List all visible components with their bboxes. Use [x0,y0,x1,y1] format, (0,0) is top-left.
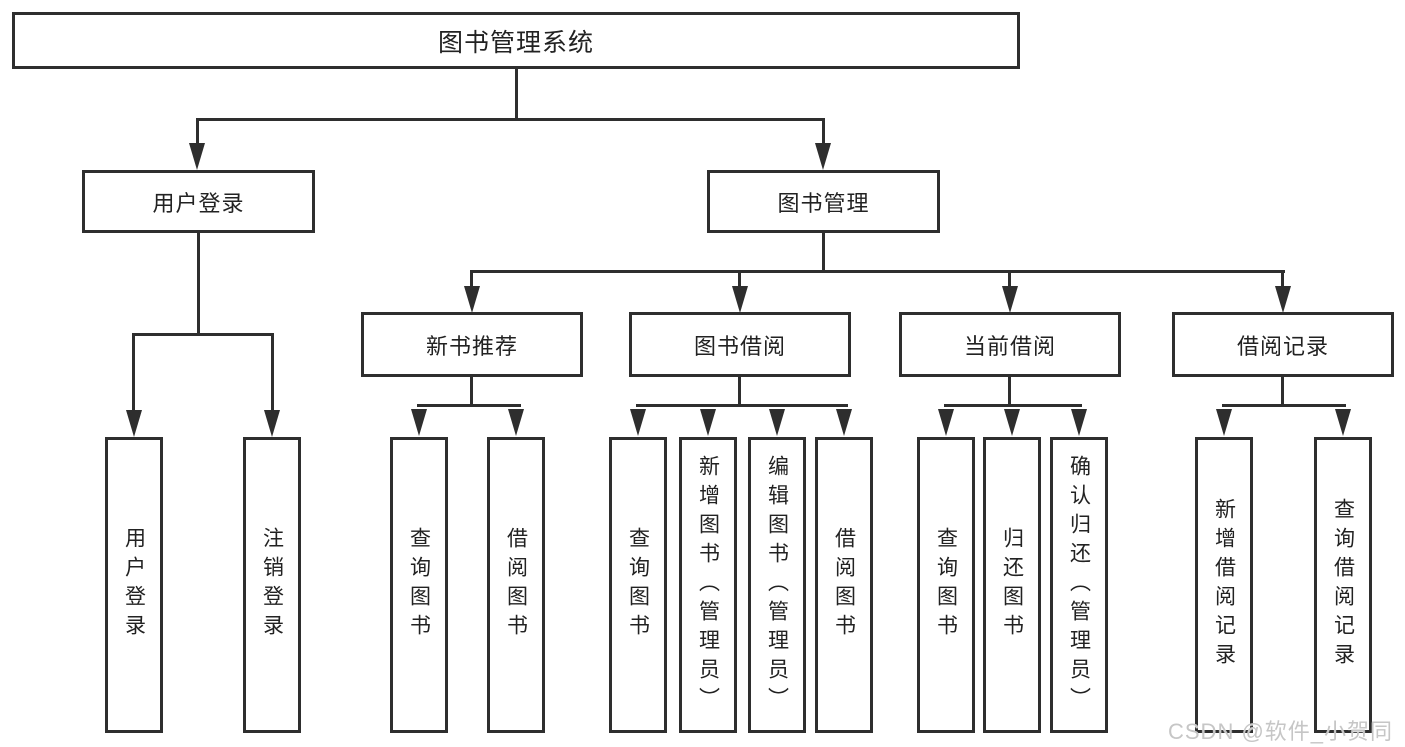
node-return-books: 归还图书 [983,437,1041,733]
node-label: 查询借阅记录 [1331,498,1355,672]
arrow-down-icon [126,410,142,437]
node-borrow-books: 借阅图书 [815,437,873,733]
connector-line [470,377,473,407]
connector-line [417,404,521,407]
arrow-down-icon [1335,409,1351,436]
node-label: 新书推荐 [425,333,518,359]
arrow-down-icon [189,143,205,170]
connector-line [944,404,1082,407]
node-label: 借阅图书 [504,527,528,643]
node-label: 归还图书 [1000,527,1024,643]
node-label: 新增图书（管理员） [696,454,720,716]
node-label: 新增借阅记录 [1212,498,1236,672]
node-add-borrow-record: 新增借阅记录 [1195,437,1253,733]
node-borrow-books-recommend: 借阅图书 [487,437,545,733]
connector-line [1008,377,1011,407]
connector-line [636,404,848,407]
node-label: 图书管理 [777,190,870,216]
connector-line [822,118,825,147]
node-query-books-current: 查询图书 [917,437,975,733]
node-edit-books-admin: 编辑图书（管理员） [748,437,806,733]
node-add-books-admin: 新增图书（管理员） [679,437,737,733]
connector-line [738,270,741,288]
node-label: 图书管理系统 [437,28,594,57]
connector-line [515,69,518,120]
node-label: 注销登录 [260,527,284,643]
connector-line [196,118,825,121]
arrow-down-icon [1275,286,1291,313]
connector-line [132,333,135,413]
node-label: 用户登录 [152,190,245,216]
arrow-down-icon [411,409,427,436]
node-label: 查询图书 [407,527,431,643]
arrow-down-icon [630,409,646,436]
arrow-down-icon [700,409,716,436]
node-label: 借阅记录 [1236,333,1329,359]
arrow-down-icon [938,409,954,436]
node-label: 用户登录 [122,527,146,643]
node-label: 图书借阅 [693,333,786,359]
node-book-borrowing: 图书借阅 [629,312,851,377]
node-book-management: 图书管理 [707,170,940,233]
arrow-down-icon [1004,409,1020,436]
connector-line [1281,377,1284,407]
connector-line [1222,404,1346,407]
node-logout: 注销登录 [243,437,301,733]
node-library-management-system: 图书管理系统 [12,12,1020,69]
arrow-down-icon [1002,286,1018,313]
arrow-down-icon [836,409,852,436]
arrow-down-icon [1071,409,1087,436]
node-borrowing-records: 借阅记录 [1172,312,1394,377]
node-label: 编辑图书（管理员） [765,454,789,716]
arrow-down-icon [1216,409,1232,436]
connector-line [470,270,473,288]
arrow-down-icon [508,409,524,436]
arrow-down-icon [464,286,480,313]
node-label: 确认归还（管理员） [1067,454,1091,716]
connector-line [132,333,274,336]
connector-line [271,333,274,413]
node-label: 查询图书 [934,527,958,643]
node-confirm-return-admin: 确认归还（管理员） [1050,437,1108,733]
node-current-borrowing: 当前借阅 [899,312,1121,377]
arrow-down-icon [769,409,785,436]
node-new-book-recommendation: 新书推荐 [361,312,583,377]
connector-line [196,118,199,147]
arrow-down-icon [264,410,280,437]
node-label: 借阅图书 [832,527,856,643]
csdn-watermark: CSDN @软件_小贺同学 [1168,719,1394,744]
node-query-borrow-record: 查询借阅记录 [1314,437,1372,733]
node-query-books-recommend: 查询图书 [390,437,448,733]
node-label: 当前借阅 [963,333,1056,359]
connector-line [1008,270,1011,288]
connector-line [738,377,741,407]
arrow-down-icon [815,143,831,170]
arrow-down-icon [732,286,748,313]
node-label: 查询图书 [626,527,650,643]
node-query-books-borrow: 查询图书 [609,437,667,733]
node-user-login: 用户登录 [82,170,315,233]
connector-line [197,233,200,336]
connector-line [822,233,825,273]
node-user-login-leaf: 用户登录 [105,437,163,733]
connector-line [470,270,1285,273]
connector-line [1281,270,1284,288]
